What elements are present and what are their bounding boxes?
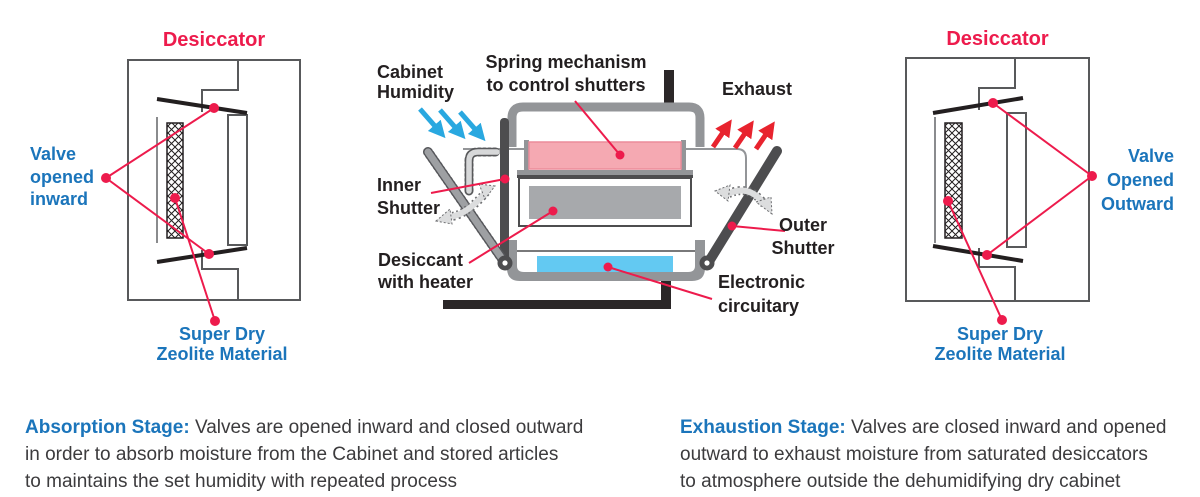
annotation-dot — [209, 103, 219, 113]
annotation-dot — [943, 196, 953, 206]
annotation-dot — [204, 249, 214, 259]
annotation-dot — [982, 250, 992, 260]
spring-mechanism-box — [528, 141, 682, 170]
exhaust-label: Exhaust — [722, 79, 793, 99]
electronic-circuitry-label: Electronic circuitary — [718, 272, 806, 316]
spring-mechanism-label: Spring mechanism to control shutters — [485, 52, 647, 95]
right-desiccator-diagram — [905, 57, 1097, 325]
valve-bottom — [156, 246, 248, 264]
annotation-dot — [997, 315, 1007, 325]
annotation-line — [105, 177, 210, 255]
desiccator-top-notch — [978, 58, 1016, 110]
left-desiccator-diagram — [101, 59, 301, 326]
outer-shutter-swing-arrow — [713, 184, 773, 216]
zeolite-strip — [944, 122, 963, 239]
absorption-stage-caption: Absorption Stage: Valves are opened inwa… — [25, 387, 625, 495]
annotation-dot — [603, 262, 613, 272]
valve-bottom — [932, 244, 1024, 263]
outer-shutter-label: Outer Shutter — [771, 215, 835, 258]
annotation-dot — [101, 173, 111, 183]
right-zeolite-label: Super Dry Zeolite Material — [934, 324, 1066, 364]
spring-tray-bottom — [517, 170, 693, 175]
valve-top — [932, 96, 1024, 115]
annotation-dot — [727, 221, 737, 231]
exhaust-arrows — [710, 119, 775, 151]
inner-shutter-label: Inner Shutter — [377, 175, 440, 218]
annotation-dot — [988, 98, 998, 108]
left-zeolite-label: Super Dry Zeolite Material — [156, 324, 288, 364]
cabinet-wall-top — [664, 70, 674, 110]
annotation-line — [430, 178, 506, 194]
annotation-dot — [210, 316, 220, 326]
inner-shutter-swing-arrow — [434, 183, 496, 225]
annotation-dot — [170, 193, 180, 203]
annotation-line — [468, 210, 554, 264]
spring-tray-rail — [524, 140, 529, 173]
exhaustion-stage-heading: Exhaustion Stage: — [680, 417, 846, 438]
zeolite-strip — [166, 122, 184, 239]
exhaustion-stage-body: Valves are closed inward and opened outw… — [680, 417, 1167, 492]
annotation-line — [731, 225, 786, 232]
absorption-stage-body: Valves are opened inward and closed outw… — [25, 417, 584, 492]
annotation-dot — [615, 150, 625, 160]
annotation-dot — [1087, 171, 1097, 181]
annotation-dot — [548, 206, 558, 216]
valve-seat — [1006, 112, 1027, 248]
pivot-hole — [502, 260, 508, 266]
valve-seat — [227, 114, 248, 246]
valve-top — [156, 97, 248, 115]
exhaustion-stage-caption: Exhaustion Stage: Valves are closed inwa… — [680, 387, 1200, 495]
pivot-hole — [704, 260, 710, 266]
cabinet-wall-bottom — [443, 278, 671, 309]
desiccator-bottom-notch — [201, 250, 239, 300]
annotation-line — [174, 197, 216, 322]
inner-shutter-closed-fill — [466, 149, 500, 194]
inner-shutter-mount-bar — [500, 118, 509, 266]
center-mechanism-diagram — [418, 70, 786, 309]
valve-opened-inward-label: Valve opened inward — [30, 144, 95, 209]
valve-opened-outward-label: Valve Opened Outward — [1100, 146, 1174, 214]
desiccator-outline — [905, 57, 1090, 302]
annotation-line — [992, 102, 1093, 177]
humidity-arrows — [418, 107, 486, 142]
spring-tray-bottom-edge — [517, 175, 693, 178]
annotation-line — [947, 200, 1003, 321]
desiccator-top-notch — [201, 60, 239, 112]
annotation-line — [574, 100, 621, 156]
spring-tray-rail — [681, 140, 686, 173]
absorption-stage-heading: Absorption Stage: — [25, 417, 190, 438]
right-desiccator-title: Desiccator — [946, 28, 1049, 50]
desiccator-bottom-notch — [978, 248, 1016, 301]
annotation-dot — [500, 174, 510, 184]
outer-shutter-bar — [703, 146, 782, 268]
annotation-line — [607, 266, 713, 300]
desiccator-outline — [127, 59, 301, 301]
top-bracket — [507, 102, 705, 147]
left-desiccator-title: Desiccator — [162, 29, 266, 51]
annotation-line — [105, 107, 215, 179]
desiccant-label: Desiccant with heater — [378, 250, 474, 292]
annotation-line — [986, 175, 1093, 256]
cabinet-humidity-label: Cabinet Humidity — [377, 62, 455, 102]
